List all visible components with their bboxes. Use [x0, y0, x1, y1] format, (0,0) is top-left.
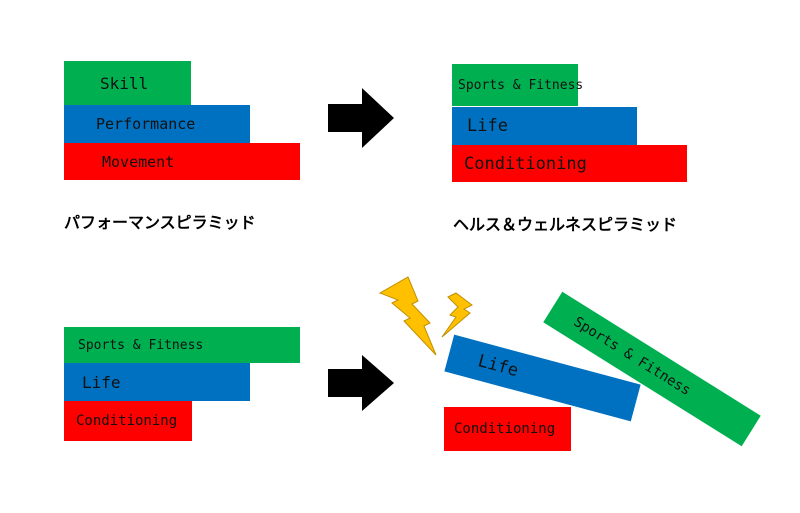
- performance-pyramid-title: パフォーマンスピラミッド: [64, 213, 256, 232]
- arrow-right-icon: [328, 355, 394, 411]
- layer-label: Conditioning: [454, 421, 556, 437]
- layer-label: Conditioning: [76, 413, 178, 429]
- layer-label: Life: [475, 351, 521, 382]
- layer-performance: Performance: [64, 105, 250, 143]
- layer-life: Life: [452, 107, 637, 145]
- layer-label: Sports & Fitness: [458, 77, 584, 93]
- layer-label: Sports & Fitness: [78, 337, 204, 353]
- layer-conditioning-fallen: Conditioning: [444, 407, 571, 451]
- layer-label: Movement: [102, 152, 175, 171]
- layer-life: Life: [64, 363, 250, 401]
- arrow-right-icon: [328, 88, 394, 148]
- layer-conditioning: Conditioning: [64, 401, 192, 441]
- layer-sports-fitness: Sports & Fitness: [64, 327, 300, 363]
- layer-label: Life: [467, 116, 508, 136]
- lightning-bolt-icon: [378, 276, 473, 356]
- layer-conditioning: Conditioning: [452, 145, 687, 182]
- layer-label: Performance: [96, 115, 196, 133]
- layer-sports-fitness: Sports & Fitness: [452, 64, 583, 106]
- layer-movement: Movement: [64, 143, 300, 180]
- layer-label: Skill: [100, 73, 149, 93]
- layer-label: Conditioning: [464, 153, 587, 174]
- layer-skill: Skill: [64, 61, 191, 105]
- health-wellness-pyramid-title: ヘルス＆ウェルネスピラミッド: [453, 215, 678, 234]
- layer-label: Life: [82, 372, 121, 392]
